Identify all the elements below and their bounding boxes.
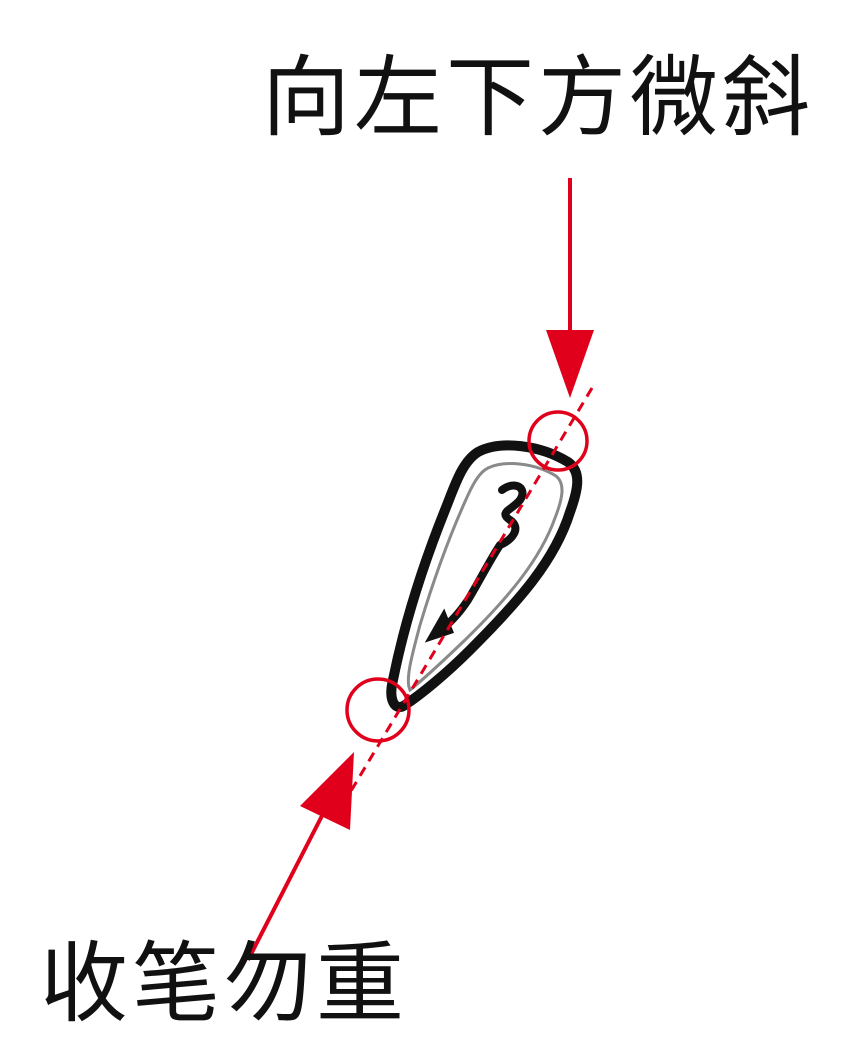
brush-stroke xyxy=(386,440,583,712)
top-arrow-down-icon xyxy=(546,178,594,398)
stroke-direction-arrowhead xyxy=(424,608,454,643)
start-circle-marker xyxy=(527,410,589,472)
stroke-direction-path xyxy=(434,481,527,636)
bottom-arrow-up-icon xyxy=(246,752,354,961)
top-annotation-label: 向左下方微斜 xyxy=(262,46,815,149)
end-circle-marker xyxy=(345,677,411,743)
brush-stroke-inner-outline xyxy=(406,462,564,693)
brush-stroke-outline xyxy=(386,440,583,712)
bottom-annotation-label: 收笔勿重 xyxy=(40,932,409,1035)
dashed-axis-line xyxy=(340,387,594,807)
